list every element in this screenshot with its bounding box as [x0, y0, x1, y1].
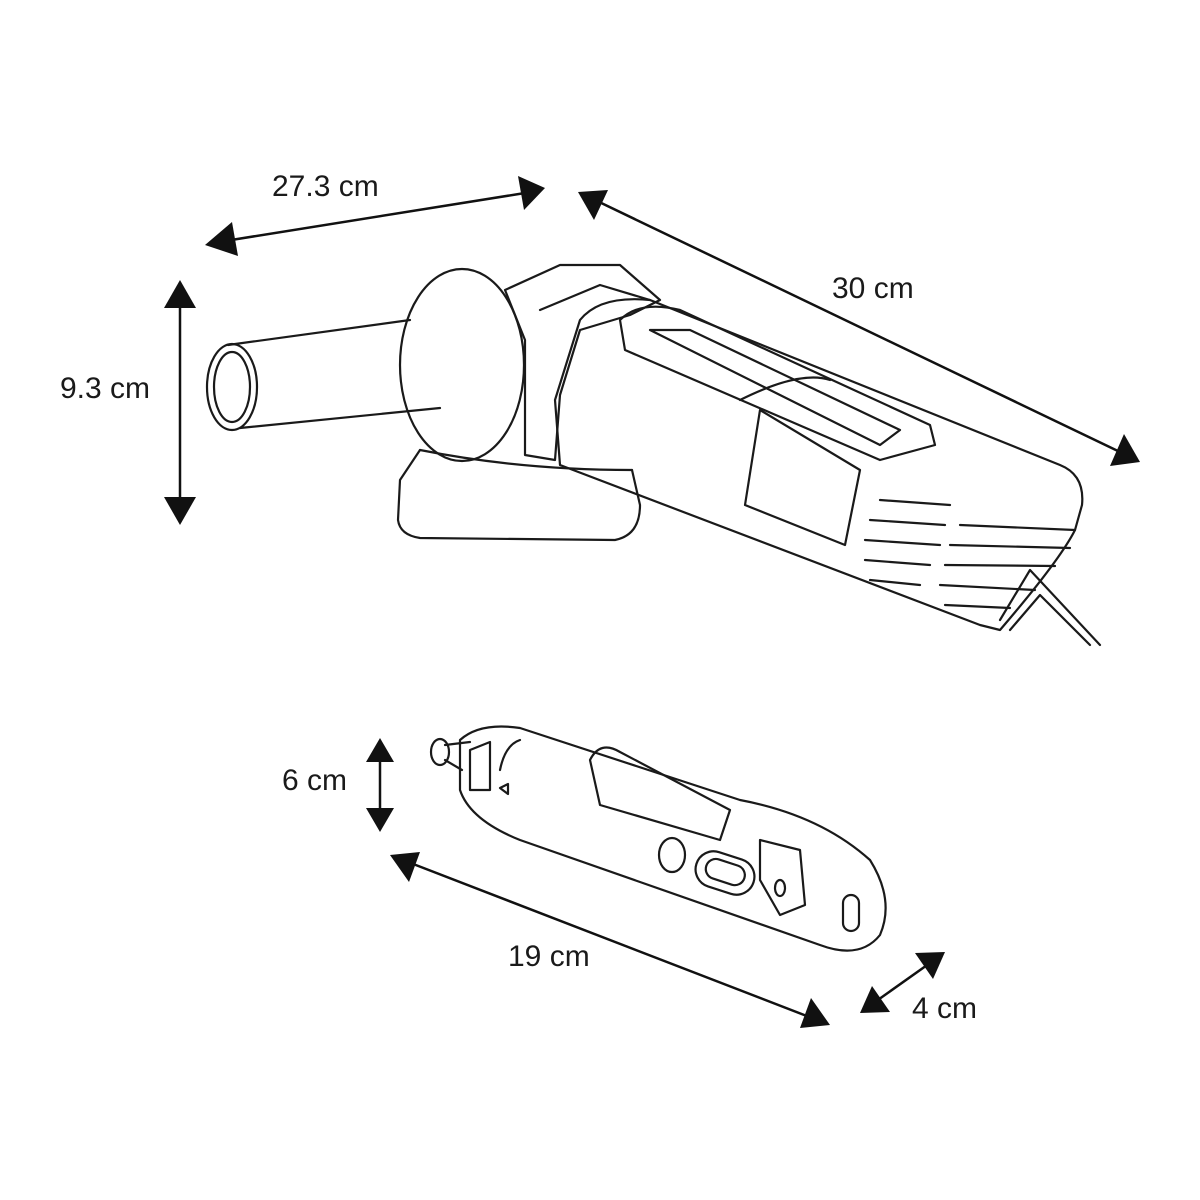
- dimension-arrows: [164, 176, 1140, 1028]
- angle-grinder-illustration: [205, 263, 1102, 647]
- grinder-length-label: 30 cm: [832, 272, 914, 305]
- screwdriver-width-label: 4 cm: [912, 992, 978, 1025]
- screwdriver-height-label: 6 cm: [282, 764, 348, 797]
- arrow-grinder-length: [578, 190, 1140, 466]
- arrow-screwdriver-width: [860, 952, 945, 1013]
- grinder-width-label: 27.3 cm: [272, 170, 379, 203]
- arrow-grinder-width: [205, 176, 545, 256]
- arrow-grinder-height: [164, 280, 196, 525]
- screwdriver-length-label: 19 cm: [508, 940, 590, 973]
- arrow-screwdriver-height: [366, 738, 394, 832]
- screwdriver-illustration: [429, 725, 887, 952]
- grinder-height-label: 9.3 cm: [60, 372, 151, 405]
- arrow-screwdriver-length: [390, 852, 830, 1028]
- vent-slots: [863, 498, 1077, 610]
